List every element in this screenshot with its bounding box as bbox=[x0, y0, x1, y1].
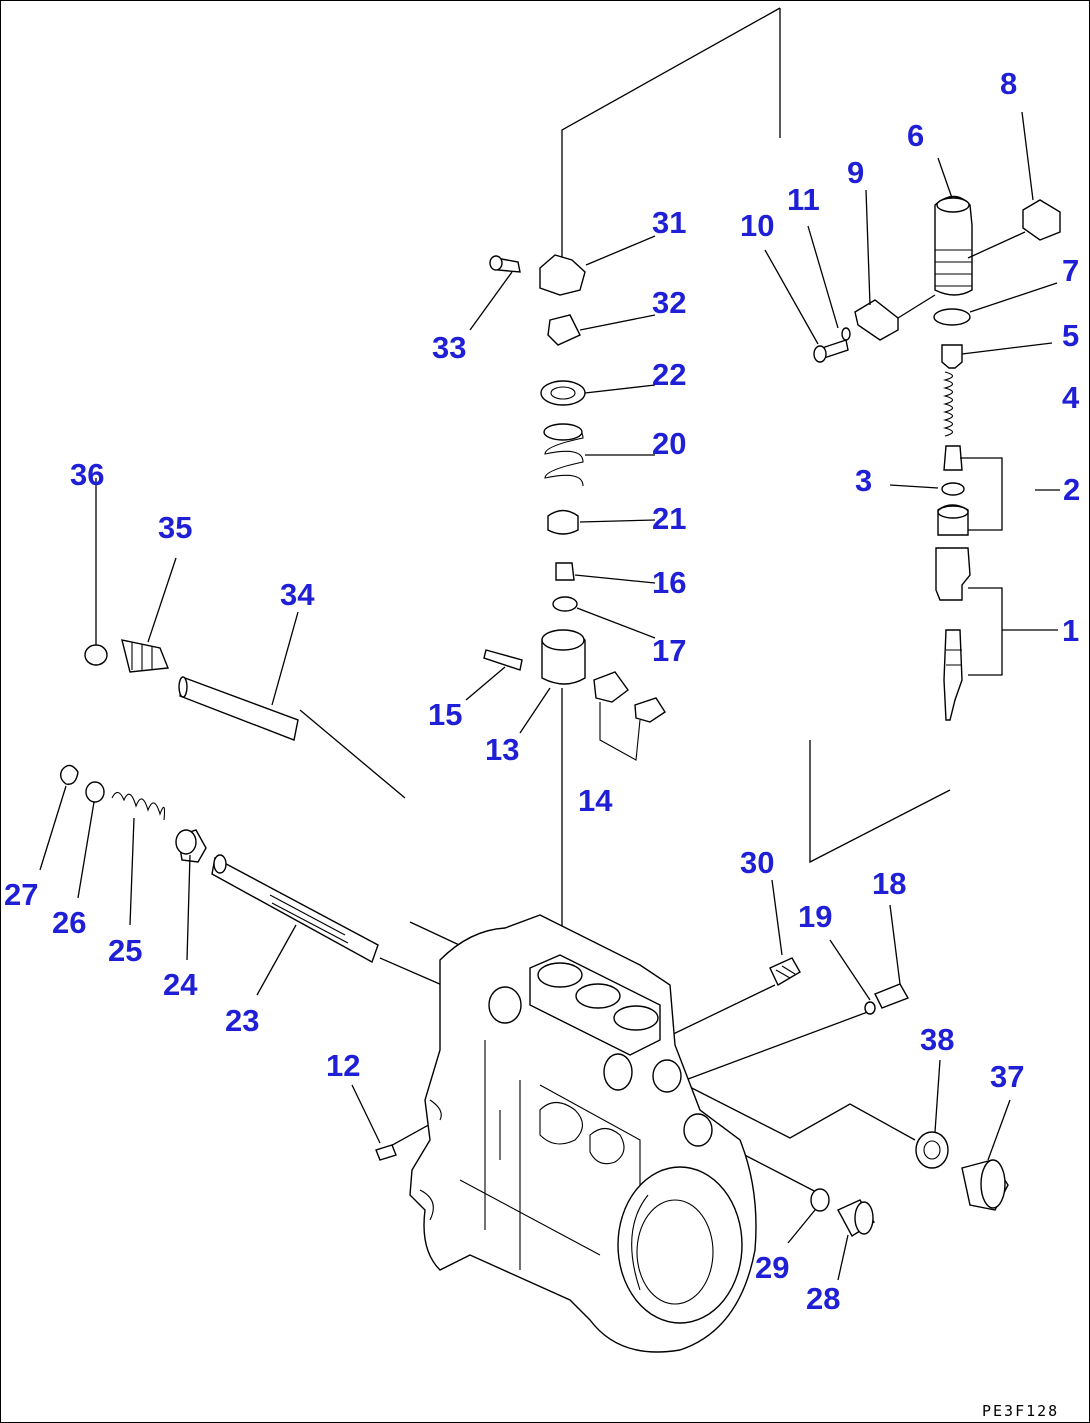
callout-19: 19 bbox=[798, 899, 832, 934]
callout-1: 1 bbox=[1062, 613, 1079, 648]
callout-6: 6 bbox=[907, 118, 924, 153]
callout-9: 9 bbox=[847, 155, 864, 190]
callout-28: 28 bbox=[806, 1281, 840, 1316]
callout-13: 13 bbox=[485, 732, 519, 767]
callout-26: 26 bbox=[52, 905, 86, 940]
side-fittings-group bbox=[375, 957, 1009, 1237]
callout-16: 16 bbox=[652, 565, 686, 600]
callout-11: 11 bbox=[787, 182, 820, 217]
callout-leader-lines bbox=[39, 111, 1060, 1281]
callout-33: 33 bbox=[432, 330, 466, 365]
callout-15: 15 bbox=[428, 697, 462, 732]
callout-12: 12 bbox=[326, 1048, 360, 1083]
pump-housing bbox=[409, 914, 757, 1353]
callout-29: 29 bbox=[755, 1250, 789, 1285]
callout-36: 36 bbox=[70, 457, 104, 492]
callout-20: 20 bbox=[652, 426, 686, 461]
delivery-valve-group bbox=[813, 195, 1061, 721]
callout-38: 38 bbox=[920, 1022, 954, 1057]
drawing-code: PE3F128 bbox=[982, 1402, 1059, 1420]
callout-17: 17 bbox=[652, 633, 686, 668]
callout-10: 10 bbox=[740, 208, 774, 243]
callout-18: 18 bbox=[872, 866, 906, 901]
callout-37: 37 bbox=[990, 1059, 1024, 1094]
callout-34: 34 bbox=[280, 577, 315, 612]
callout-4: 4 bbox=[1062, 380, 1080, 415]
callout-5: 5 bbox=[1062, 318, 1079, 353]
callout-22: 22 bbox=[652, 357, 686, 392]
callout-14: 14 bbox=[578, 783, 613, 818]
callout-31: 31 bbox=[652, 205, 686, 240]
callout-30: 30 bbox=[740, 845, 774, 880]
callout-3: 3 bbox=[855, 463, 872, 498]
callout-35: 35 bbox=[158, 510, 192, 545]
callout-labels: 8 6 9 11 10 7 5 4 3 2 1 31 32 33 22 20 2… bbox=[4, 66, 1080, 1316]
callout-21: 21 bbox=[652, 501, 686, 536]
callout-32: 32 bbox=[652, 285, 686, 320]
callout-24: 24 bbox=[163, 967, 198, 1002]
callout-7: 7 bbox=[1062, 253, 1079, 288]
callout-23: 23 bbox=[225, 1003, 259, 1038]
callout-25: 25 bbox=[108, 933, 142, 968]
callout-8: 8 bbox=[1000, 66, 1017, 101]
control-rack-group bbox=[59, 639, 379, 964]
callout-27: 27 bbox=[4, 877, 38, 912]
control-sleeve-group bbox=[483, 254, 666, 761]
callout-2: 2 bbox=[1063, 472, 1080, 507]
